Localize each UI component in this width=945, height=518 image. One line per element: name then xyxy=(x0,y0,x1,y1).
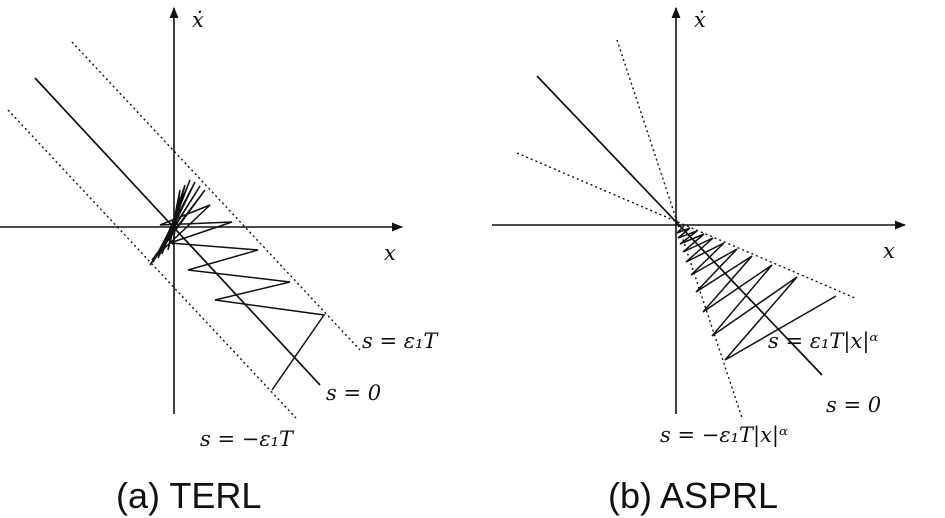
panel-b-caption: (b) ASPRL xyxy=(608,475,778,516)
panel-b-y-axis-label: ẋ xyxy=(694,8,706,32)
panel-b-lower-bound-label: s = −ε₁T|x|ᵅ xyxy=(660,423,788,448)
panel-a: ẋ x s = ε₁T s = 0 s = −ε₁T (a) TERL xyxy=(0,6,439,516)
panel-a-surface-label: s = 0 xyxy=(326,381,381,405)
panel-b-sliding-surface-line xyxy=(536,75,823,376)
panel-a-lower-bound-label: s = −ε₁T xyxy=(200,427,295,451)
panel-b-chattering-trajectory xyxy=(676,225,837,361)
panel-b: ẋ x s = ε₁T|x|ᵅ s = 0 s = −ε₁T|x|ᵅ (b) A… xyxy=(492,6,907,516)
panel-a-chattering-trajectory xyxy=(149,179,326,391)
panel-a-x-axis-label: x xyxy=(384,241,396,265)
panel-b-lower-boundary-line xyxy=(616,39,743,419)
panel-a-y-axis-label: ẋ xyxy=(192,8,204,32)
panel-a-sliding-surface-line xyxy=(34,77,321,386)
panel-b-x-axis-label: x xyxy=(883,239,895,263)
panel-b-upper-boundary-line xyxy=(516,152,856,299)
panel-b-surface-label: s = 0 xyxy=(826,393,881,417)
panel-a-caption: (a) TERL xyxy=(116,475,261,516)
panel-a-lower-boundary-line xyxy=(7,109,297,419)
panel-a-upper-bound-label: s = ε₁T xyxy=(362,329,439,353)
panel-b-upper-bound-label: s = ε₁T|x|ᵅ xyxy=(768,329,878,354)
panel-a-upper-boundary-line xyxy=(71,41,361,351)
